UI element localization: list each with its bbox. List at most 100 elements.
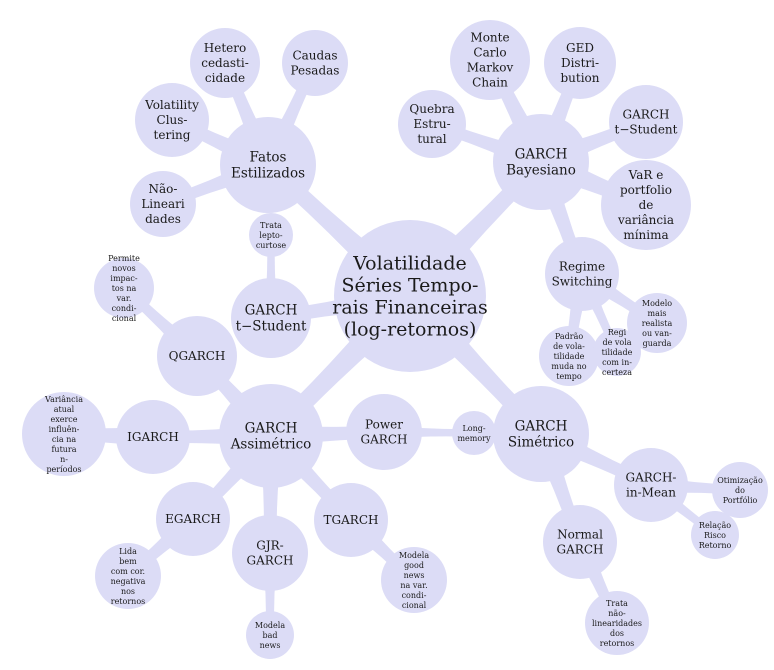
node-label-permite-novos-impactos-line-3: tos na: [112, 284, 137, 293]
node-label-garch-t-student-left-line-1: t−Student: [236, 319, 307, 335]
node-label-variancia-atual-line-6: n-: [60, 455, 68, 464]
node-label-regime-volatilidade-line-0: Regi: [608, 328, 627, 337]
node-label-center-line-0: Volatilidade: [352, 253, 467, 275]
node-label-trata-leptocurtose-line-1: lepto-: [259, 231, 282, 240]
node-label-padrao-volatilidade-line-4: tempo: [556, 372, 582, 381]
node-label-modelo-realista-line-2: realista: [642, 319, 673, 328]
node-label-modela-bad-news-line-1: bad: [262, 631, 277, 640]
node-bubble-gjr-garch: [232, 515, 308, 591]
node-label-modela-good-news-line-2: news: [404, 571, 425, 580]
node-igarch: IGARCH: [116, 400, 190, 474]
node-label-otimizacao-portfolio-line-2: Portfólio: [723, 496, 758, 505]
node-bubble-volatility-clustering: [135, 83, 209, 157]
node-label-permite-novos-impactos-line-5: condi-: [112, 304, 137, 313]
node-bubble-garch-assimetrico: [219, 384, 323, 488]
node-label-lida-bem-line-5: retornos: [111, 597, 146, 606]
node-label-ged-line-1: Distri-: [561, 56, 599, 70]
node-label-relacao-risco-retorno-line-2: Retorno: [699, 541, 732, 550]
node-label-nao-linearidades-line-0: Não-: [149, 182, 178, 196]
node-label-var-portfolio-line-2: de: [639, 198, 654, 212]
node-bubble-lida-bem: [95, 543, 161, 609]
node-label-garch-t-student-right-line-1: t−Student: [615, 123, 678, 137]
node-label-trata-nao-linearidades-line-4: retornos: [600, 639, 635, 648]
node-label-modela-good-news-line-5: cional: [402, 601, 427, 610]
node-label-center-line-1: Séries Tempo-: [342, 275, 479, 297]
node-bubble-variancia-atual: [22, 392, 106, 476]
node-label-modela-good-news-line-3: na var.: [400, 581, 427, 590]
node-label-trata-leptocurtose-line-0: Trata: [260, 221, 282, 230]
node-garch-in-mean: GARCH-in-Mean: [614, 448, 688, 522]
node-label-volatility-clustering-line-0: Volatility: [144, 98, 199, 112]
node-label-lida-bem-line-0: Lida: [119, 547, 137, 556]
node-label-lida-bem-line-1: bem: [119, 557, 137, 566]
node-label-relacao-risco-retorno-line-0: Relação: [699, 521, 731, 530]
node-long-memory: Long-memory: [452, 411, 496, 455]
node-bubble-garch-in-mean: [614, 448, 688, 522]
node-label-permite-novos-impactos-line-1: novos: [112, 264, 135, 273]
node-label-modela-bad-news-line-0: Modela: [255, 621, 285, 630]
node-bubble-garch-t-student-right: [609, 85, 683, 159]
node-label-hetero-line-1: cedasti-: [201, 56, 249, 70]
node-label-volatility-clustering-line-2: tering: [154, 128, 191, 142]
node-bubble-ged: [544, 27, 616, 99]
node-label-monte-carlo-line-0: Monte: [470, 31, 509, 45]
node-label-regime-switching-line-1: Switching: [552, 275, 613, 289]
node-bubble-tgarch: [314, 483, 388, 557]
node-gjr-garch: GJR-GARCH: [232, 515, 308, 591]
node-label-variancia-atual-line-7: períodos: [46, 465, 81, 474]
node-label-variancia-atual-line-4: cia na: [52, 435, 77, 444]
node-bubble-caudas-pesadas: [282, 30, 348, 96]
node-label-regime-volatilidade-line-4: certeza: [602, 368, 632, 377]
node-label-ged-line-0: GED: [566, 41, 594, 55]
node-label-trata-nao-linearidades-line-3: dos: [610, 629, 624, 638]
node-bubble-garch-simetrico: [493, 386, 589, 482]
node-label-modela-bad-news-line-2: news: [260, 641, 281, 650]
node-label-var-portfolio-line-4: mínima: [623, 228, 668, 242]
node-bubble-permite-novos-impactos: [94, 258, 154, 318]
node-bubble-padrao-volatilidade: [539, 326, 599, 386]
node-label-caudas-pesadas-line-1: Pesadas: [291, 64, 340, 78]
node-label-permite-novos-impactos-line-4: var.: [116, 294, 132, 303]
node-label-nao-linearidades-line-2: dades: [145, 212, 181, 226]
node-label-var-portfolio-line-1: portfolio: [620, 183, 672, 197]
node-label-garch-assimetrico-line-0: GARCH: [245, 421, 298, 437]
node-label-garch-t-student-right-line-0: GARCH: [623, 108, 670, 122]
node-bubble-egarch: [156, 482, 230, 556]
node-label-quebra-estrutural-line-0: Quebra: [409, 102, 454, 116]
node-label-padrao-volatilidade-line-0: Padrão: [555, 332, 584, 341]
node-label-modela-good-news-line-4: condi-: [402, 591, 427, 600]
node-label-variancia-atual-line-2: exerce: [50, 415, 77, 424]
node-label-padrao-volatilidade-line-3: muda no: [551, 362, 586, 371]
node-bubble-normal-garch: [543, 505, 617, 579]
node-label-monte-carlo-line-1: Carlo: [473, 46, 506, 60]
node-bubble-hetero: [190, 28, 260, 98]
node-label-trata-leptocurtose-line-2: curtose: [256, 241, 287, 250]
node-label-lida-bem-line-3: negativa: [111, 577, 146, 586]
node-label-otimizacao-portfolio-line-1: do: [735, 486, 745, 495]
node-bubble-regime-switching: [545, 237, 619, 311]
node-label-regime-volatilidade-line-1: de vola: [602, 338, 631, 347]
node-label-trata-nao-linearidades-line-0: Trata: [606, 599, 628, 608]
node-label-variancia-atual-line-0: Variância: [44, 395, 83, 404]
node-label-caudas-pesadas-line-0: Caudas: [292, 49, 337, 63]
node-label-garch-assimetrico-line-1: Assimétrico: [230, 437, 312, 453]
node-qgarch: QGARCH: [157, 316, 237, 396]
node-label-modelo-realista-line-0: Modelo: [642, 299, 672, 308]
